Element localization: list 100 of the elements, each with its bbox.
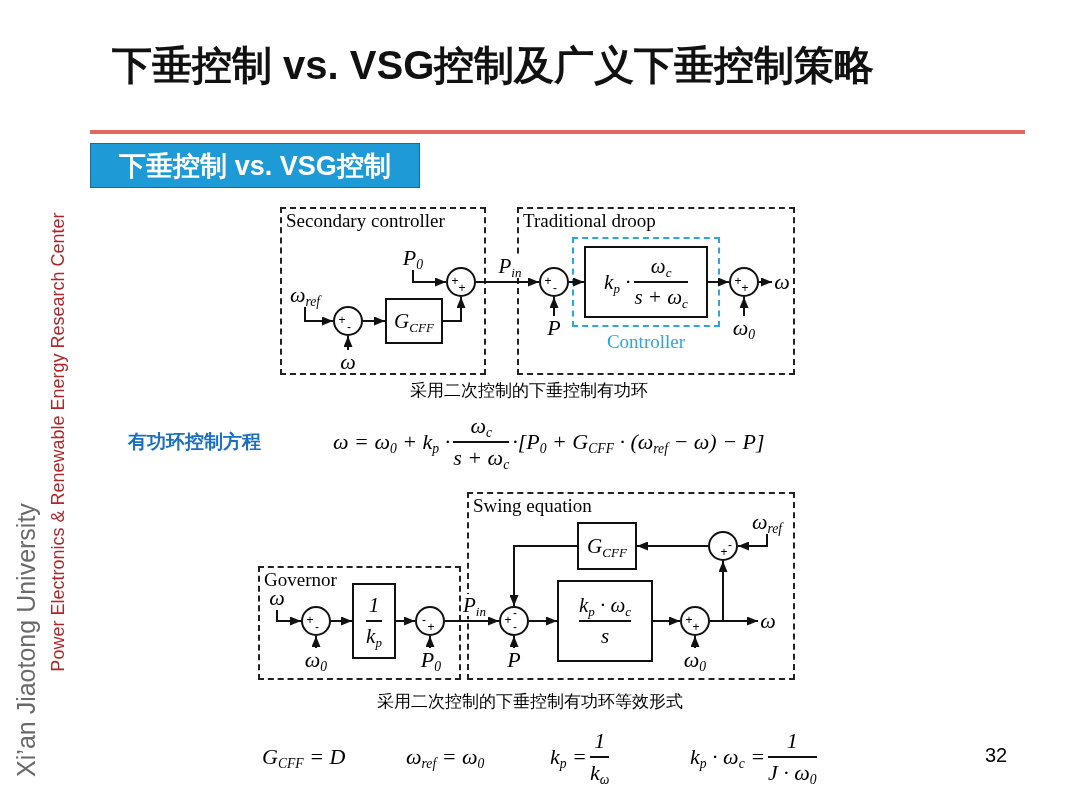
fraction-numerator: ω$_{c}$ [650,254,672,280]
equation-heading: 有功环控制方程 [128,430,262,454]
signal-label: ω$_{ref}$ [748,510,786,534]
arrow [442,296,466,322]
figure-caption: 采用二次控制的下垂控制有功环等效形式 [376,691,684,713]
signal-label: P [544,316,564,340]
transfer-function-block [352,583,396,659]
sum-sign: + [451,275,459,287]
sum-sign: - [552,282,558,294]
summing-junction [333,306,363,336]
math-expression: k$_{p}$ · [604,269,631,295]
equation: ω$_{ref}$ = ω$_{0}$ [406,744,485,770]
signal-label: P$_{0}$ [417,648,445,672]
equation: G$_{CFF}$ = D [262,744,346,770]
sum-sign: + [685,614,693,626]
arrow [737,533,768,551]
summing-junction [708,531,738,561]
arrow [509,545,578,607]
equation: ·[P$_{0}$ + G$_{CFF}$ · (ω$_{ref}$ − ω) − P] [512,429,765,455]
arrow [311,635,321,649]
dashed-group-box [280,207,486,375]
fraction-numerator: k$_{p}$ · ω$_{c}$ [578,593,632,619]
sum-sign: + [734,275,742,287]
signal-label: P$_{0}$ [398,246,428,270]
sum-sign: - [314,621,320,633]
fraction-denominator: s + ω$_{c}$ [634,284,688,310]
arrow [636,541,709,551]
arrow [528,616,558,626]
sum-sign: + [720,546,728,558]
transfer-function-block [577,522,637,570]
arrow [509,635,519,649]
sum-sign: + [504,614,512,626]
sum-sign: - [727,539,733,551]
arrow [549,296,559,317]
sum-sign: + [427,621,435,633]
sum-sign: - [421,614,427,626]
fraction-denominator: J · ω$_{0}$ [768,759,817,786]
arrow [690,635,700,649]
edge-label: P$_{in}$ [462,594,487,616]
dashed-group-box [258,566,461,680]
sum-sign: + [692,621,700,633]
signal-label: ω$_{0}$ [682,648,708,672]
sum-sign: - [512,621,518,633]
sum-sign: - [346,321,352,333]
transfer-function-block [557,580,653,662]
summing-junction [301,606,331,636]
equation: k$_{p}$ · ω$_{c}$ = [690,744,766,770]
fraction-numerator: 1 [786,728,798,755]
summing-junction [446,267,476,297]
sum-sign: + [458,282,466,294]
fraction-denominator: k$_{p}$ [366,623,382,649]
signal-label: ω [758,609,778,633]
figure-caption: 采用二次控制的下垂控制有功环 [409,380,649,402]
math-expression: G$_{CFF}$ [587,533,627,559]
fraction-denominator: s + ω$_{c}$ [453,444,510,471]
math-expression: G$_{CFF}$ [394,308,434,334]
arrow [412,269,447,287]
signal-label: ω$_{0}$ [303,648,329,672]
signal-label: ω [772,270,792,294]
signal-label: ω [338,350,358,372]
summing-junction [415,606,445,636]
group-title: Traditional droop [523,210,656,232]
section-tab: 下垂控制 vs. VSG控制 [90,143,420,188]
arrow [568,277,585,287]
signal-label: ω$_{ref}$ [286,283,324,307]
equation: k$_{p}$ = [550,744,587,770]
arrow [330,616,353,626]
arrow [425,635,435,649]
transfer-function-block [385,298,443,344]
summing-junction [680,606,710,636]
fraction-denominator: k$_{ω}$ [589,759,610,786]
arrow [707,277,730,287]
arrow [276,609,302,626]
sum-sign: + [338,314,346,326]
arrow [343,335,353,351]
group-title: Secondary controller [286,210,445,232]
arrow [739,296,749,317]
arrow [475,277,540,287]
fraction-denominator: s [600,623,610,649]
page-number: 32 [985,744,1009,768]
summing-junction [499,606,529,636]
arrow [758,277,773,287]
equation: ω = ω$_{0}$ + k$_{p}$ · [333,429,451,455]
fraction-numerator: 1 [594,728,606,755]
arrow [652,616,681,626]
fraction-numerator: ω$_{c}$ [470,413,492,440]
arrow [304,306,334,326]
arrow [444,616,500,626]
arrow [395,616,416,626]
sum-sign: + [741,282,749,294]
group-title: Controller [605,331,687,353]
arrow [709,560,728,622]
slide-title: 下垂控制 vs. VSG控制及广义下垂控制策略 [112,42,875,89]
fraction-numerator: 1 [368,593,380,619]
signal-label: ω$_{0}$ [731,316,757,340]
sum-sign: + [306,614,314,626]
summing-junction [729,267,759,297]
vertical-text: Power Electronics & Renewable Energy Research Center [47,211,69,674]
sum-sign: - [512,607,518,619]
sum-sign: + [544,275,552,287]
